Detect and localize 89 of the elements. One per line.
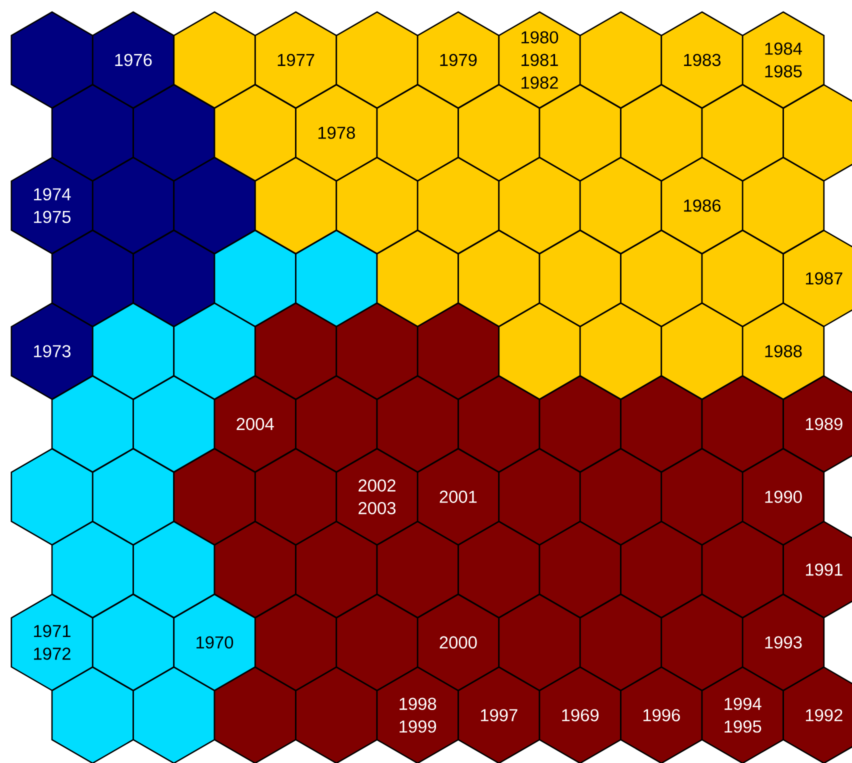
hex-cell [579,11,662,109]
hex-cell [214,84,296,182]
hex-cell [742,156,825,254]
hex-cell: 1984 1985 [742,11,825,109]
hex-cell [51,230,134,328]
hex-cell: 1991 [782,520,852,618]
hex-cell [254,594,338,692]
hex-cell [295,520,378,618]
hex-cell [336,156,418,254]
hex-cell [295,375,378,473]
hex-cell [620,375,703,473]
hex-cell [173,11,256,109]
hex-cell [538,375,622,473]
hex-cell [92,448,174,546]
node-label: 1987 [806,272,842,285]
hex-cell [498,448,581,546]
hex-cell: 1979 [416,11,500,109]
hex-cell [701,375,784,473]
hex-cell [701,84,784,182]
node-label: 1992 [806,709,842,722]
hex-cell: 1974 1975 [10,156,94,254]
hex-cell [254,448,338,546]
node-label: 1969 [562,709,599,722]
hex-cell: 1976 [92,11,174,109]
hex-cell: 1978 [295,84,378,182]
hex-cell [538,520,622,618]
hex-cell [132,375,216,473]
hex-cell [620,84,703,182]
hex-cell [336,594,418,692]
node-label: 1997 [480,709,518,722]
hex-cell: 2004 [214,375,296,473]
hex-cell [132,84,216,182]
hex-cell [254,156,338,254]
hex-cell: 1986 [660,156,744,254]
hex-cell [579,594,662,692]
hex-cell [579,156,662,254]
node-label: 1996 [643,709,680,722]
hex-cell [376,520,459,618]
hex-cell: 1989 [782,375,852,473]
hex-cell: 1971 1972 [10,594,94,692]
hex-cell [376,84,459,182]
hex-cell [416,156,500,254]
hex-cell [458,230,540,328]
node-label: 1991 [806,563,842,576]
hex-cell: 2002 2003 [336,448,418,546]
node-label: 1995 [724,720,762,733]
hex-cell [660,594,744,692]
hex-cell: 2001 [416,448,500,546]
hex-cell [51,520,134,618]
hex-cell: 1990 [742,448,825,546]
hex-cell [660,448,744,546]
hex-cell [620,230,703,328]
hex-cell [132,520,216,618]
hex-cell: 1977 [254,11,338,109]
hex-cell [538,230,622,328]
hex-cell [701,230,784,328]
hex-cell [295,230,378,328]
hex-cell [173,156,256,254]
hex-cell [173,448,256,546]
hex-cell [51,375,134,473]
hex-cell [498,594,581,692]
hex-cell: 1983 [660,11,744,109]
hex-cell [214,230,296,328]
node-label: 1994 [724,698,762,710]
hex-cell: 1987 [782,230,852,328]
hex-cell [620,520,703,618]
hex-cell: 1980 1981 1982 [498,11,581,109]
hex-cell [51,84,134,182]
hex-cell [214,520,296,618]
hex-cell [92,594,174,692]
hex-cell [336,11,418,109]
hex-cell [376,230,459,328]
hex-cell [498,156,581,254]
hex-cell [579,448,662,546]
hex-cell [132,230,216,328]
hex-cell [376,375,459,473]
node-label: 1989 [806,418,842,430]
hex-cell [10,448,94,546]
node-label: 1999 [400,720,436,733]
hex-cell [10,11,94,109]
hex-cell: 1993 [742,594,825,692]
hex-cell: 1970 [173,594,256,692]
hex-cell: 2000 [416,594,500,692]
hex-cell [458,520,540,618]
hex-cell [701,520,784,618]
hex-cell [458,375,540,473]
node-label: 1998 [400,698,436,710]
hex-cell [782,84,852,182]
hex-cell [92,156,174,254]
